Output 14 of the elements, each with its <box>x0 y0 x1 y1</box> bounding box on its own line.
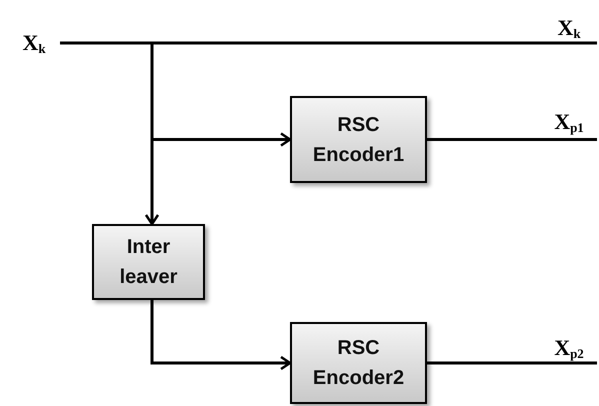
signal-label: X$_{k}$ <box>22 32 46 54</box>
encoder-box <box>290 322 427 404</box>
arrow <box>60 42 160 226</box>
signal-label: X$_{p1}$ <box>554 111 584 133</box>
encoder-box <box>92 224 205 300</box>
signal-label: X$_{p2}$ <box>554 337 584 359</box>
box-label: RSC Encoder1 <box>312 112 406 168</box>
signal-label: X$_{k}$ <box>557 17 581 39</box>
box-label: RSC Encoder2 <box>312 336 406 391</box>
arrow <box>150 300 292 370</box>
box-label: Inter leaver <box>118 235 178 290</box>
encoder-box <box>290 96 427 183</box>
signal-line <box>427 362 597 364</box>
signal-line <box>427 138 597 141</box>
